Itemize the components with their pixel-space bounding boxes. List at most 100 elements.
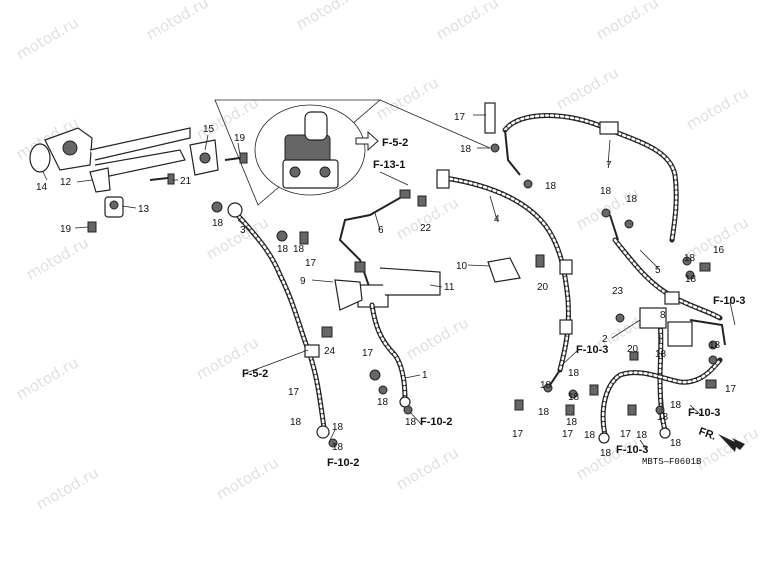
brake-hose-5: [601, 208, 723, 321]
ref-f-13-1: F-13-1: [373, 159, 405, 171]
svg-text:motod.ru: motod.ru: [293, 0, 362, 33]
part-label-18-e: 18: [332, 422, 344, 433]
part-label-18-o: 18: [566, 417, 578, 428]
part-label-15: 15: [203, 124, 215, 135]
part-label-18-q: 18: [600, 186, 612, 197]
part-label-18-f: 18: [332, 442, 344, 453]
svg-text:motod.ru: motod.ru: [553, 63, 622, 113]
arrow-icon: [355, 130, 379, 152]
svg-text:motod.ru: motod.ru: [393, 443, 462, 493]
ref-f-10-3-d: F-10-3: [616, 444, 648, 456]
part-label-11: 11: [444, 282, 455, 293]
front-arrow-icon: [718, 434, 745, 452]
ref-f-10-3-b: F-10-3: [713, 295, 745, 307]
part-label-18-b: 18: [277, 244, 289, 255]
svg-text:motod.ru: motod.ru: [403, 313, 472, 363]
part-label-21: 21: [180, 176, 192, 187]
part-label-19-left: 19: [60, 224, 72, 235]
part-label-19-top: 19: [234, 133, 246, 144]
part-label-16: 16: [713, 245, 725, 256]
part-label-18-w: 18: [657, 412, 669, 423]
part-label-18-n: 18: [538, 407, 550, 418]
svg-text:motod.ru: motod.ru: [593, 0, 662, 43]
part-label-17-a: 17: [305, 258, 317, 269]
part-number-labels: 14 12 13 19 15 19 21 18 3 18 18 17 9 24 …: [36, 112, 745, 469]
ref-f-10-2-left: F-10-2: [327, 457, 359, 469]
part-label-20-a: 20: [537, 282, 549, 293]
part-label-18-u: 18: [655, 349, 667, 360]
brake-hose-4: [436, 169, 578, 411]
part-label-18-j: 18: [545, 181, 557, 192]
front-arrow-label: FR.: [697, 426, 718, 443]
part-label-18-r: 18: [626, 194, 638, 205]
svg-text:motod.ru: motod.ru: [23, 233, 92, 283]
ref-f-10-3-c: F-10-3: [688, 407, 720, 419]
part-label-18-s: 18: [684, 253, 696, 264]
ref-f-5-2-left: F-5-2: [242, 368, 268, 380]
svg-text:motod.ru: motod.ru: [393, 193, 462, 243]
part-label-10: 10: [456, 261, 468, 272]
part-label-9: 9: [300, 276, 306, 287]
part-label-17-d: 17: [454, 112, 466, 123]
part-label-17-c: 17: [362, 348, 374, 359]
part-label-14: 14: [36, 182, 48, 193]
front-direction-indicator: FR.: [697, 426, 745, 452]
part-label-18-k: 18: [540, 380, 552, 391]
part-label-24: 24: [324, 346, 336, 357]
part-label-17-f: 17: [562, 429, 574, 440]
part-label-13: 13: [138, 204, 150, 215]
part-label-18-i: 18: [460, 144, 472, 155]
part-label-18-aa: 18: [670, 438, 682, 449]
part-label-18-x: 18: [670, 400, 682, 411]
part-label-18-d: 18: [290, 417, 302, 428]
svg-text:motod.ru: motod.ru: [683, 83, 752, 133]
part-label-17-h: 17: [620, 429, 632, 440]
part-label-1: 1: [422, 370, 428, 381]
part-label-3: 3: [240, 225, 246, 236]
part-label-18-l: 18: [568, 368, 580, 379]
part-label-22: 22: [420, 223, 432, 234]
part-label-18-p: 18: [584, 430, 596, 441]
svg-text:motod.ru: motod.ru: [433, 0, 502, 43]
brake-pipe-6: [334, 189, 441, 311]
part-label-5: 5: [655, 265, 661, 276]
part-label-18-a: 18: [212, 218, 224, 229]
svg-text:motod.ru: motod.ru: [143, 0, 212, 43]
part-label-17-e: 17: [512, 429, 524, 440]
part-label-18-h: 18: [405, 417, 417, 428]
part-label-17-g: 17: [725, 384, 737, 395]
part-label-23: 23: [612, 286, 624, 297]
svg-text:motod.ru: motod.ru: [193, 93, 262, 143]
part-label-18-v: 18: [709, 340, 721, 351]
part-label-12: 12: [60, 177, 72, 188]
part-label-20-b: 20: [627, 344, 639, 355]
part-label-18-y: 18: [636, 430, 648, 441]
part-label-17-b: 17: [288, 387, 300, 398]
part-label-18-z: 18: [600, 448, 612, 459]
brake-hose-7: [484, 102, 679, 243]
svg-text:motod.ru: motod.ru: [13, 353, 82, 403]
ref-f-10-3-a: F-10-3: [576, 344, 608, 356]
mounting-brackets-left: [29, 127, 248, 233]
brake-hoses-lower-right: [565, 307, 726, 444]
leader-lines: [42, 114, 736, 451]
ref-f-10-2-center: F-10-2: [420, 416, 452, 428]
svg-text:motod.ru: motod.ru: [13, 13, 82, 63]
ref-f-5-2-top: F-5-2: [382, 137, 408, 149]
abs-modulator-inset: F-5-2: [214, 99, 491, 206]
part-label-7: 7: [606, 160, 612, 171]
brake-hose-3: [211, 201, 338, 448]
part-label-18-m: 18: [568, 392, 580, 403]
svg-text:motod.ru: motod.ru: [213, 453, 282, 503]
svg-text:motod.ru: motod.ru: [373, 73, 442, 123]
part-label-18-t: 18: [685, 274, 697, 285]
diagram-code: MBTS—F0601B: [642, 457, 702, 467]
part-label-4: 4: [494, 214, 500, 225]
part-label-18-c: 18: [293, 244, 305, 255]
part-label-2: 2: [602, 334, 608, 345]
brake-hose-1: [369, 302, 413, 415]
part-label-18-g: 18: [377, 397, 389, 408]
svg-text:motod.ru: motod.ru: [33, 463, 102, 513]
